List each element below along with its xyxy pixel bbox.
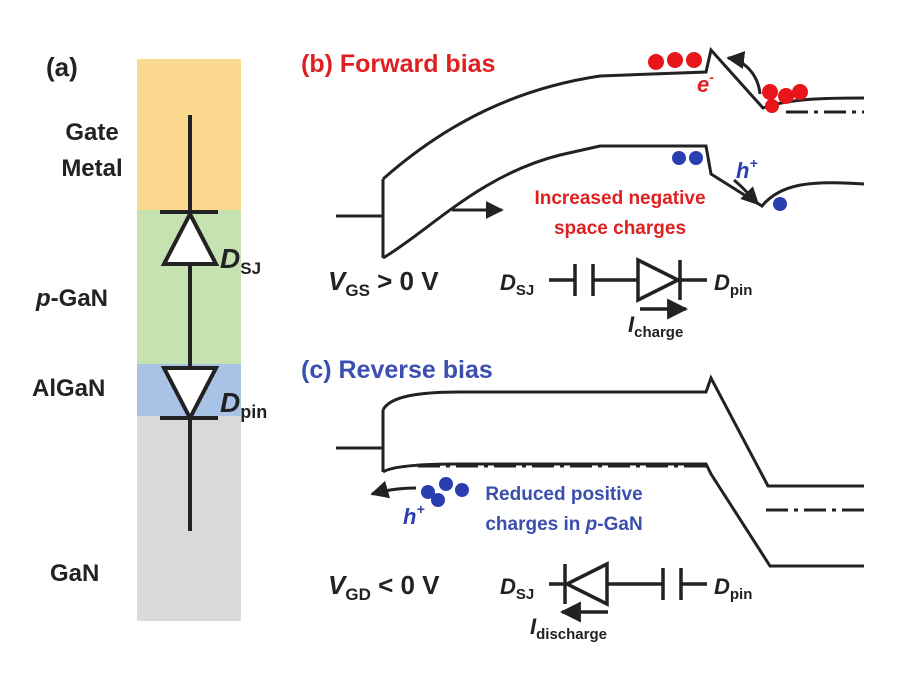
panel-c-title: (c) Reverse bias: [301, 356, 493, 384]
forward-note-line1: Increased negative: [534, 188, 705, 209]
forward-band-diagram: [336, 46, 865, 260]
panel-c: (c) Reverse bias h+ Reduced positive cha…: [301, 356, 864, 643]
reverse-dsj-label: DSJ: [500, 574, 534, 603]
electron-dot: [667, 52, 683, 68]
pgan-label: p-GaN: [35, 285, 108, 312]
vgs-label: VGS > 0 V: [328, 266, 439, 300]
algan-label: AlGaN: [32, 375, 105, 402]
electron-dot: [778, 88, 794, 104]
panel-a-label: (a): [46, 52, 78, 82]
forward-note-line2: space charges: [554, 218, 686, 239]
gan-label: GaN: [50, 560, 99, 587]
electron-dot: [762, 84, 778, 100]
vgd-label: VGD < 0 V: [328, 570, 440, 604]
dpin-label: Dpin: [220, 387, 267, 422]
electrons-group: [648, 52, 808, 113]
reverse-band-diagram: [336, 374, 864, 568]
forward-valence-band: [382, 144, 865, 260]
hole-release-arrow: [370, 480, 417, 499]
forward-dsj-label: DSJ: [500, 270, 534, 299]
hole-label-c: h+: [403, 501, 425, 529]
dsj-label: DSJ: [220, 243, 261, 278]
hole-dot: [689, 151, 703, 165]
hole-label-b: h+: [736, 155, 758, 183]
forward-conduction-band: [382, 46, 865, 181]
hole-dot: [431, 493, 445, 507]
panel-b: (b) Forward bias: [301, 46, 865, 341]
gate-label-line2: Metal: [61, 155, 122, 182]
reverse-note-line2: charges in p-GaN: [485, 514, 642, 535]
reverse-conduction-band: [381, 374, 864, 488]
reverse-dpin-label: Dpin: [714, 574, 752, 603]
electron-dot: [765, 99, 779, 113]
hole-dot: [672, 151, 686, 165]
panel-a: (a) Gate Metal p-GaN AlGaN GaN DSJ Dpin: [32, 52, 267, 621]
hole-dot: [773, 197, 787, 211]
hole-transfer-arrow: [733, 178, 760, 206]
electron-dot: [792, 84, 808, 100]
holes-group-b: [672, 151, 787, 211]
hole-dot: [421, 485, 435, 499]
reverse-note-line1: Reduced positive: [485, 484, 642, 505]
forward-circuit: [549, 257, 707, 320]
electron-dot: [686, 52, 702, 68]
holes-group-c: [421, 477, 469, 507]
gate-label-line1: Gate: [65, 119, 118, 146]
electron-label: e-: [697, 69, 714, 97]
diode-stack-symbol: [160, 115, 220, 531]
forward-dpin-label: Dpin: [714, 270, 752, 299]
hole-dot: [455, 483, 469, 497]
hole-dot: [439, 477, 453, 491]
idischarge-label: Idischarge: [530, 614, 607, 643]
panel-b-title: (b) Forward bias: [301, 50, 495, 78]
electron-transfer-arrow: [726, 51, 762, 95]
electron-dot: [648, 54, 664, 70]
icharge-label: Icharge: [628, 312, 683, 341]
reverse-circuit: [549, 561, 707, 623]
